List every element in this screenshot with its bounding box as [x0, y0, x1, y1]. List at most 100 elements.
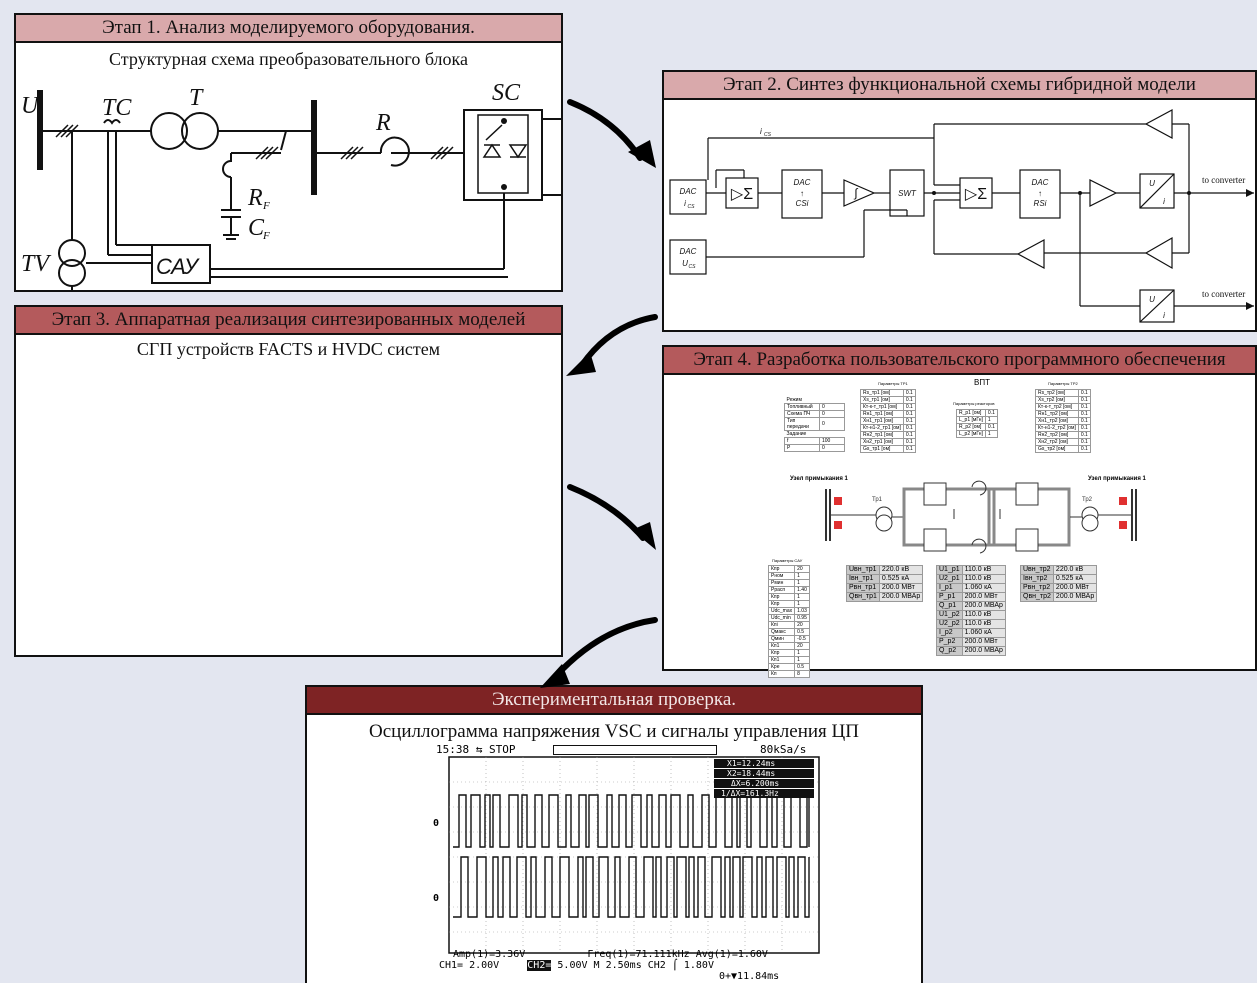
measurement-row: U1_p2110.0 кВ: [937, 611, 1006, 620]
tr2-param-row-value[interactable]: 0.1: [1078, 432, 1090, 439]
tr1-param-row-value[interactable]: 0.1: [903, 397, 915, 404]
sau-param-row-value[interactable]: 8: [795, 671, 810, 678]
measurement-row: Iвн_тр10.525 кА: [847, 575, 923, 584]
measurement-row-value[interactable]: 200.0 МВт: [962, 638, 1005, 647]
measurement-row-value[interactable]: 110.0 кВ: [962, 566, 1005, 575]
tr2-param-row-value[interactable]: 0.1: [1078, 425, 1090, 432]
sau-param-row-value[interactable]: 20: [795, 566, 810, 573]
tr1-param-row-label: Кт-к-т_тр1 [ом]: [861, 404, 904, 411]
measurement-row-value[interactable]: 0.525 кА: [1053, 575, 1096, 584]
conv1-i-label: i: [1163, 197, 1165, 206]
measurement-row-value[interactable]: 110.0 кВ: [962, 620, 1005, 629]
sau-param-row-value[interactable]: 1.03: [795, 608, 810, 615]
sau-param-row-label: Udc_min: [769, 615, 795, 622]
scope-ch2-label: CH2=: [527, 960, 551, 971]
measurement-row-value[interactable]: 220.0 кВ: [879, 566, 922, 575]
sau-param-row-value[interactable]: -0.5: [795, 636, 810, 643]
tr1-param-row: Gs_тр1 [ом]0.1: [861, 446, 916, 453]
tr1-param-row-value[interactable]: 0.1: [903, 432, 915, 439]
sau-param-row-value[interactable]: 1: [795, 657, 810, 664]
sau-param-row-label: Кп1: [769, 657, 795, 664]
tr2-param-row-label: Rн2_тр2 [ом]: [1036, 432, 1079, 439]
measurement-row-value[interactable]: 200.0 МВАр: [962, 602, 1005, 611]
measurement-row-value[interactable]: 0.525 кА: [879, 575, 922, 584]
sau-param-row-value[interactable]: 0.5: [795, 629, 810, 636]
tr2-param-row-value[interactable]: 0.1: [1078, 404, 1090, 411]
sau-param-row-value[interactable]: 0.5: [795, 664, 810, 671]
dac-csi-label3: CSi: [796, 199, 809, 208]
measurement-row-value[interactable]: 200.0 МВАр: [879, 593, 922, 602]
reactor-param-row-value[interactable]: 0.1: [985, 424, 997, 431]
sau-param-row-value[interactable]: 1: [795, 580, 810, 587]
stage4-heading: ВПТ: [974, 378, 990, 387]
tr2-param-row-value[interactable]: 0.1: [1078, 439, 1090, 446]
measurement-row-value[interactable]: 200.0 МВт: [962, 593, 1005, 602]
sau-param-row-value[interactable]: 1.40: [795, 587, 810, 594]
tr1-param-row-label: Xs_тр1 [ом]: [861, 397, 904, 404]
tr2-param-row-value[interactable]: 0.1: [1078, 418, 1090, 425]
measurement-row-label: Рвн_тр2: [1021, 584, 1054, 593]
label-r: R: [375, 110, 391, 136]
tr2-param-row: Xн1_тр2 [ом]0.1: [1036, 418, 1091, 425]
tr1-param-row-value[interactable]: 0.1: [903, 390, 915, 397]
measurement-row-value[interactable]: 110.0 кВ: [962, 611, 1005, 620]
tr2-param-row-value[interactable]: 0.1: [1078, 446, 1090, 453]
reactor-param-row-value[interactable]: 1: [985, 431, 997, 438]
measurements-left-table: Uвн_тр1220.0 кВIвн_тр10.525 кАРвн_тр1200…: [846, 565, 923, 602]
measurement-row-label: I_p1: [937, 584, 963, 593]
measurement-row-value[interactable]: 110.0 кВ: [962, 575, 1005, 584]
measurement-row: U1_p1110.0 кВ: [937, 566, 1006, 575]
sau-param-row-value[interactable]: 1: [795, 594, 810, 601]
scope-amplitude: Amp(1)=3.36V: [453, 949, 525, 960]
task-value-field[interactable]: 100: [820, 438, 845, 445]
task-value-field[interactable]: 0: [820, 445, 845, 452]
tr1-param-row-value[interactable]: 0.1: [903, 411, 915, 418]
sau-param-row-value[interactable]: 1: [795, 573, 810, 580]
measurement-row-value[interactable]: 200.0 МВт: [1053, 584, 1096, 593]
measurement-row-value[interactable]: 200.0 МВАр: [962, 647, 1005, 656]
sau-param-row-label: Кпр: [769, 594, 795, 601]
channel-a-marker: 0: [433, 818, 439, 829]
reactor-param-row-value[interactable]: 1: [985, 417, 997, 424]
sau-param-row-label: Ррасп: [769, 587, 795, 594]
mode-value-field[interactable]: 0: [820, 411, 845, 418]
tr1-param-row-value[interactable]: 0.1: [903, 446, 915, 453]
dac-rsi-label: DAC: [1032, 178, 1049, 187]
sau-param-row: Ррасп1.40: [769, 587, 810, 594]
measurement-row-value[interactable]: 1.060 кА: [962, 629, 1005, 638]
reactor-param-row-value[interactable]: 0.1: [985, 410, 997, 417]
tr2-param-row: Rн2_тр2 [ом]0.1: [1036, 432, 1091, 439]
tr2-param-row-value[interactable]: 0.1: [1078, 397, 1090, 404]
measurement-row-value[interactable]: 200.0 МВт: [879, 584, 922, 593]
mode-value-field[interactable]: 0: [820, 404, 845, 411]
tr1-param-row-value[interactable]: 0.1: [903, 418, 915, 425]
tr1-param-row-value[interactable]: 0.1: [903, 439, 915, 446]
tr2-param-row-value[interactable]: 0.1: [1078, 390, 1090, 397]
mode-value-field[interactable]: 0: [820, 418, 845, 431]
label-cau: САУ: [156, 254, 200, 279]
tr1-param-row-value[interactable]: 0.1: [903, 404, 915, 411]
label-sc: SC: [492, 80, 521, 106]
sau-param-row-value[interactable]: 20: [795, 643, 810, 650]
measurement-row-value[interactable]: 200.0 МВАр: [1053, 593, 1096, 602]
sau-param-row-value[interactable]: 1: [795, 601, 810, 608]
dac-rsi-label3: RSi: [1034, 199, 1047, 208]
sau-param-row-label: Кп1: [769, 643, 795, 650]
tr1-param-row: Xs_тр1 [ом]0.1: [861, 397, 916, 404]
dac-rsi-label2: ↑: [1038, 189, 1042, 198]
sau-param-row-label: Кпр: [769, 601, 795, 608]
sau-param-row-value[interactable]: 20: [795, 622, 810, 629]
tp1-label: Тр1: [872, 497, 883, 503]
sau-param-row-value[interactable]: 1: [795, 650, 810, 657]
measurement-row-value[interactable]: 220.0 кВ: [1053, 566, 1096, 575]
reactor-params-table: R_р1 [ом]0.1L_р1 [мГн]1R_р2 [ом]0.1L_р2 …: [956, 409, 998, 438]
tr2-param-row-value[interactable]: 0.1: [1078, 411, 1090, 418]
tr1-param-row: Xн2_тр1 [ом]0.1: [861, 439, 916, 446]
tr1-param-row-value[interactable]: 0.1: [903, 425, 915, 432]
measurement-row-value[interactable]: 1.060 кА: [962, 584, 1005, 593]
scope-frequency: Freq(1)=71.111kHz: [587, 949, 689, 960]
sau-param-row-value[interactable]: 0.95: [795, 615, 810, 622]
